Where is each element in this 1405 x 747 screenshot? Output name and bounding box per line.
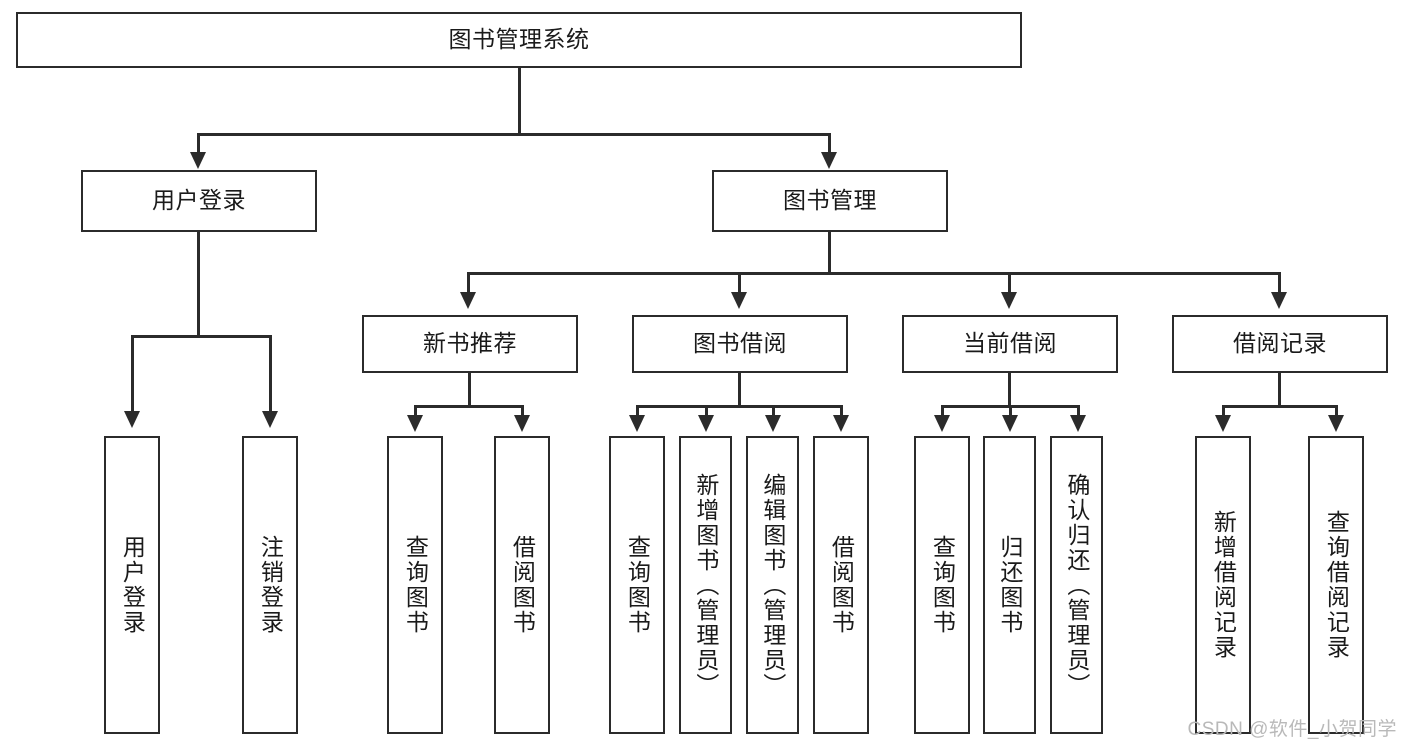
leaf-book-borrow-query-book[interactable]: 查询图书 [609, 436, 665, 734]
arrowhead-to-user-login [190, 152, 206, 169]
node-label: 新增借阅记录 [1210, 510, 1237, 660]
connector-book-borrow-bus [636, 405, 843, 408]
connector-borrow-record-child-2 [1335, 405, 1338, 419]
arrowhead-current-borrow-child-3 [1070, 415, 1086, 432]
leaf-book-borrow-edit-book-admin[interactable]: 编辑图书（管理员） [746, 436, 799, 734]
connector-to-new-book [467, 272, 470, 296]
connector-to-book-borrow [738, 272, 741, 296]
arrowhead-to-borrow-record [1271, 292, 1287, 309]
connector-current-borrow-child-1 [941, 405, 944, 419]
leaf-book-borrow-borrow-book[interactable]: 借阅图书 [813, 436, 869, 734]
arrowhead-to-book-borrow [731, 292, 747, 309]
node-borrow-record[interactable]: 借阅记录 [1172, 315, 1388, 373]
node-label: 图书管理 [783, 187, 877, 214]
arrowhead-user-login-child-1 [124, 411, 140, 428]
connector-current-borrow-child-3 [1077, 405, 1080, 419]
arrowhead-user-login-child-2 [262, 411, 278, 428]
connector-new-book-child-2 [521, 405, 524, 419]
leaf-book-borrow-add-book-admin[interactable]: 新增图书（管理员） [679, 436, 732, 734]
arrowhead-current-borrow-child-1 [934, 415, 950, 432]
connector-user-login-child-1 [131, 335, 134, 415]
connector-to-current-borrow [1008, 272, 1011, 296]
connector-new-book-child-1 [414, 405, 417, 419]
leaf-new-book-borrow-book[interactable]: 借阅图书 [494, 436, 550, 734]
arrowhead-borrow-record-child-2 [1328, 415, 1344, 432]
leaf-borrow-record-query-record[interactable]: 查询借阅记录 [1308, 436, 1364, 734]
node-label: 编辑图书（管理员） [759, 472, 786, 698]
node-label: 图书借阅 [693, 330, 787, 357]
connector-new-book-stem [468, 373, 471, 407]
connector-book-borrow-child-4 [840, 405, 843, 419]
connector-new-book-bus [414, 405, 524, 408]
arrowhead-borrow-record-child-1 [1215, 415, 1231, 432]
node-user-login[interactable]: 用户登录 [81, 170, 317, 232]
node-label: 查询图书 [624, 535, 651, 635]
node-label: 当前借阅 [963, 330, 1057, 357]
connector-user-login-child-2 [269, 335, 272, 415]
node-label: 新书推荐 [423, 330, 517, 357]
connector-user-login-bus [131, 335, 272, 338]
node-label: 归还图书 [996, 535, 1023, 635]
leaf-user-login-login[interactable]: 用户登录 [104, 436, 160, 734]
node-current-borrow[interactable]: 当前借阅 [902, 315, 1118, 373]
leaf-current-borrow-query-book[interactable]: 查询图书 [914, 436, 970, 734]
arrowhead-current-borrow-child-2 [1002, 415, 1018, 432]
arrowhead-book-borrow-child-3 [765, 415, 781, 432]
leaf-current-borrow-return-book[interactable]: 归还图书 [983, 436, 1036, 734]
connector-current-borrow-stem [1008, 373, 1011, 407]
arrowhead-to-new-book [460, 292, 476, 309]
node-label: 图书管理系统 [448, 26, 590, 53]
leaf-new-book-query-book[interactable]: 查询图书 [387, 436, 443, 734]
arrowhead-book-borrow-child-2 [698, 415, 714, 432]
node-label: 借阅记录 [1233, 330, 1327, 357]
node-book-management[interactable]: 图书管理 [712, 170, 948, 232]
connector-to-borrow-record [1278, 272, 1281, 296]
node-label: 查询借阅记录 [1323, 510, 1350, 660]
connector-level3-bus [467, 272, 1281, 275]
node-label: 查询图书 [929, 535, 956, 635]
node-label: 借阅图书 [509, 535, 536, 635]
connector-borrow-record-child-1 [1222, 405, 1225, 419]
node-label: 用户登录 [152, 187, 246, 214]
connector-book-borrow-child-2 [705, 405, 708, 419]
connector-book-manage-stem [828, 232, 831, 274]
leaf-borrow-record-add-record[interactable]: 新增借阅记录 [1195, 436, 1251, 734]
arrowhead-book-borrow-child-4 [833, 415, 849, 432]
leaf-current-borrow-confirm-return-admin[interactable]: 确认归还（管理员） [1050, 436, 1103, 734]
node-new-book-recommend[interactable]: 新书推荐 [362, 315, 578, 373]
connector-borrow-record-stem [1278, 373, 1281, 407]
node-root-library-system[interactable]: 图书管理系统 [16, 12, 1022, 68]
connector-root-stem [518, 68, 521, 135]
connector-book-borrow-stem [738, 373, 741, 407]
node-label: 注销登录 [257, 535, 284, 635]
node-label: 用户登录 [119, 535, 146, 635]
arrowhead-new-book-child-2 [514, 415, 530, 432]
arrowhead-to-book-manage [821, 152, 837, 169]
connector-to-book-manage [828, 133, 831, 157]
node-label: 确认归还（管理员） [1063, 472, 1090, 698]
connector-borrow-record-bus [1222, 405, 1338, 408]
node-label: 借阅图书 [828, 535, 855, 635]
node-label: 查询图书 [402, 535, 429, 635]
arrowhead-book-borrow-child-1 [629, 415, 645, 432]
connector-book-borrow-child-3 [772, 405, 775, 419]
arrowhead-new-book-child-1 [407, 415, 423, 432]
leaf-user-login-logout[interactable]: 注销登录 [242, 436, 298, 734]
connector-level2-bus [197, 133, 831, 136]
arrowhead-to-current-borrow [1001, 292, 1017, 309]
node-book-borrow[interactable]: 图书借阅 [632, 315, 848, 373]
node-label: 新增图书（管理员） [692, 472, 719, 698]
connector-user-login-stem [197, 232, 200, 337]
connector-book-borrow-child-1 [636, 405, 639, 419]
connector-to-user-login [197, 133, 200, 157]
connector-current-borrow-child-2 [1009, 405, 1012, 419]
